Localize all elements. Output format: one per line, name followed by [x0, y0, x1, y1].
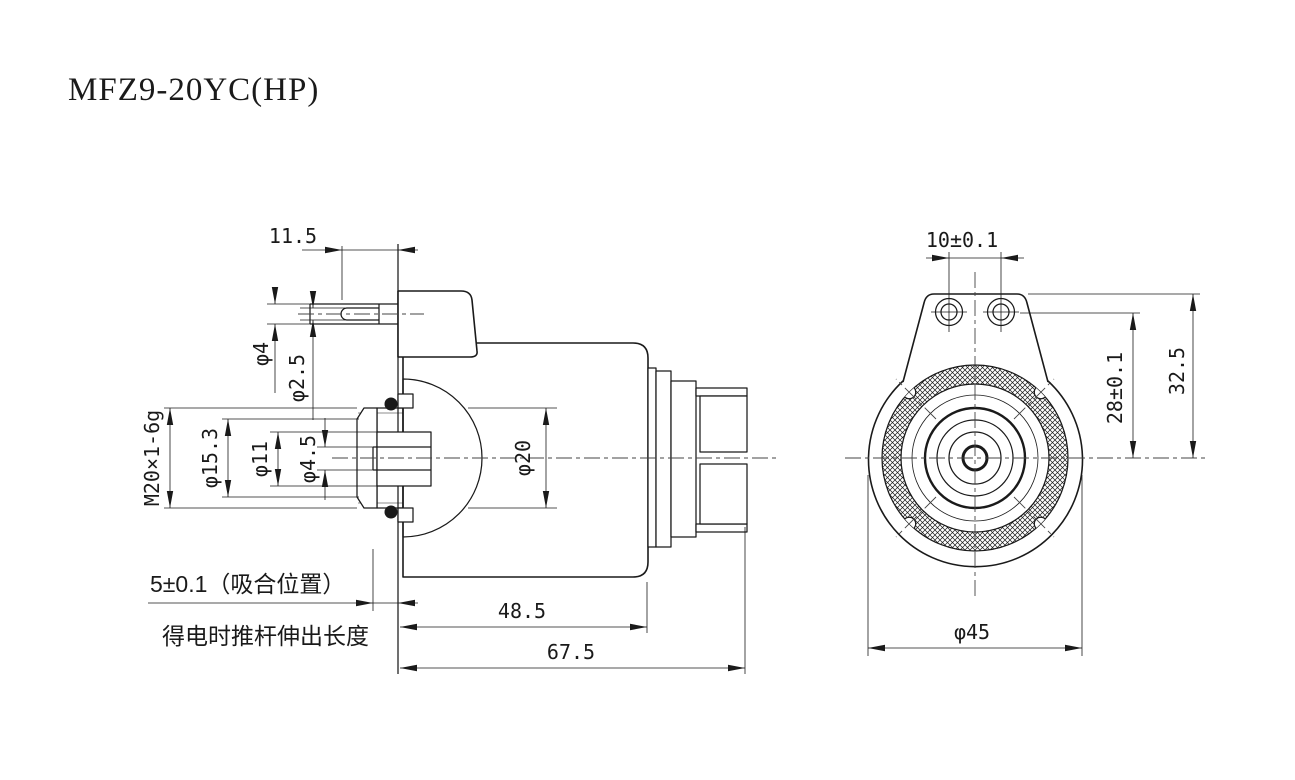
connector-boss — [397, 290, 478, 358]
drawing-title: MFZ9-20YC(HP) — [68, 72, 319, 108]
terminal-tab-outline — [902, 293, 1049, 383]
coil-body-outline — [402, 342, 649, 578]
dim-stroke-note: 5±0.1（吸合位置） — [150, 571, 345, 597]
dimension-system: 11.5 φ4 φ2.5 M20×1-6g φ15.3 φ11 φ4. — [140, 224, 1200, 674]
side-view — [309, 244, 748, 674]
rear-washer — [647, 367, 657, 548]
dim-total-length: 67.5 — [547, 640, 595, 664]
rear-mid-block — [670, 380, 697, 538]
dim-tube-dia: φ20 — [511, 440, 535, 476]
o-ring-bottom — [384, 505, 398, 519]
dim-pin-hole-dia: φ2.5 — [285, 354, 309, 402]
o-ring-top — [384, 397, 398, 411]
seal-step-top — [397, 393, 414, 409]
armature-bore — [376, 431, 432, 487]
housing-outer-circle — [867, 380, 1084, 568]
dim-collar-dia: φ15.3 — [198, 428, 222, 488]
rear-ring — [655, 370, 672, 548]
centerlines — [298, 272, 1207, 597]
rear-plug-top — [699, 395, 748, 453]
dim-total-height: 32.5 — [1165, 347, 1189, 395]
rear-plug-flange-top — [695, 387, 748, 397]
rear-plug-bottom — [699, 463, 748, 525]
dim-bore-dia: φ11 — [248, 441, 272, 477]
armature-dome-section — [402, 378, 483, 538]
dim-terminal-spacing: 10±0.1 — [926, 228, 998, 252]
dim-pin-outer-dia: φ4 — [249, 342, 273, 366]
dim-center-height: 28±0.1 — [1103, 352, 1127, 424]
dim-rod-dia: φ4.5 — [296, 435, 320, 483]
stroke-caption: 得电时推杆伸出长度 — [162, 623, 369, 649]
front-view — [867, 293, 1084, 568]
seal-step-bottom — [397, 507, 414, 523]
dim-thread: M20×1-6g — [140, 410, 164, 506]
dim-outer-dia: φ45 — [954, 620, 990, 644]
rear-plug-flange-bottom — [695, 523, 748, 533]
dim-body-length: 48.5 — [498, 599, 546, 623]
dim-pin-offset: 11.5 — [269, 224, 317, 248]
